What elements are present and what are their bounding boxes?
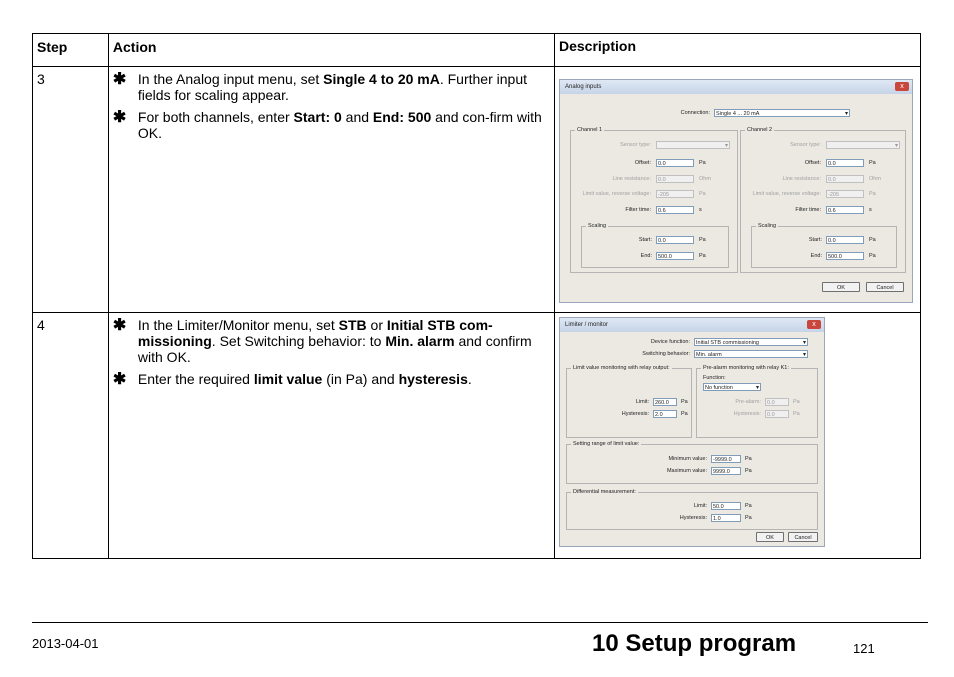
close-icon[interactable]: x — [895, 82, 909, 91]
line-resistance-field: 0.0 — [656, 175, 694, 183]
footer-rule — [32, 622, 928, 623]
table-header-row: Step Action Description — [32, 33, 921, 67]
start-field[interactable]: 0.0 — [826, 236, 864, 244]
hysteresis-field[interactable]: 2.0 — [653, 410, 677, 418]
dialog-titlebar: Analog inputs x — [560, 80, 912, 94]
offset-field[interactable]: 0.0 — [826, 159, 864, 167]
asterisk-bullet-icon: ✱ — [112, 109, 127, 126]
limit-field[interactable]: 260.0 — [653, 398, 677, 406]
ok-button[interactable]: OK — [756, 532, 784, 542]
limit-reverse-field: -205 — [826, 190, 864, 198]
device-function-select[interactable]: Initial STB commissioning — [694, 338, 808, 347]
sensor-type-select — [656, 141, 730, 150]
header-description: Description — [554, 33, 921, 67]
step-number: 3 — [32, 66, 109, 313]
connection-label: Connection: — [680, 110, 710, 116]
differential-hysteresis-field[interactable]: 1.0 — [711, 514, 741, 522]
action-item: ✱ In the Limiter/Monitor menu, set STB o… — [112, 317, 532, 365]
start-field[interactable]: 0.0 — [656, 236, 694, 244]
asterisk-bullet-icon: ✱ — [112, 317, 127, 334]
line-resistance-field: 0.0 — [826, 175, 864, 183]
scaling-group: Scaling Start: 0.0 Pa End: 500.0 Pa — [581, 223, 729, 268]
scaling-group: Scaling Start: 0.0 Pa End: 500.0 Pa — [751, 223, 897, 268]
pre-alarm-hysteresis-field: 0.0 — [765, 410, 789, 418]
steps-table: Step Action Description 3 ✱ In the Analo… — [32, 33, 921, 559]
end-field[interactable]: 500.0 — [826, 252, 864, 260]
action-item: ✱ In the Analog input menu, set Single 4… — [112, 71, 527, 103]
pre-alarm-function-select[interactable]: No function — [703, 383, 761, 392]
limiter-monitor-dialog-screenshot: Limiter / monitor x Device function: Ini… — [559, 317, 825, 547]
setting-range-group: Setting range of limit value: Minimum va… — [566, 441, 818, 484]
ok-button[interactable]: OK — [822, 282, 860, 292]
filter-time-field[interactable]: 0.6 — [656, 206, 694, 214]
offset-field[interactable]: 0.0 — [656, 159, 694, 167]
differential-measurement-group: Differential measurement: Limit: 50.0 Pa… — [566, 489, 818, 530]
footer-date: 2013-04-01 — [32, 636, 99, 651]
action-cell: ✱ In the Limiter/Monitor menu, set STB o… — [107, 312, 556, 559]
header-action: Action — [107, 33, 556, 67]
pre-alarm-group: Pre-alarm monitoring with relay K1: Func… — [696, 365, 818, 438]
asterisk-bullet-icon: ✱ — [112, 71, 127, 88]
asterisk-bullet-icon: ✱ — [112, 371, 127, 388]
action-cell: ✱ In the Analog input menu, set Single 4… — [107, 66, 556, 313]
dialog-title: Analog inputs — [565, 84, 602, 90]
step-number: 4 — [32, 312, 109, 559]
cancel-button[interactable]: Cancel — [866, 282, 904, 292]
channel-1-group: Channel 1 Sensor type: Offset: 0.0 Pa Li… — [570, 127, 738, 273]
dialog-titlebar: Limiter / monitor x — [560, 318, 824, 332]
connection-select[interactable]: Single 4 ... 20 mA — [714, 109, 850, 118]
analog-inputs-dialog-screenshot: Analog inputs x Connection: Single 4 ...… — [559, 79, 913, 303]
minimum-value-field[interactable]: -9999.0 — [711, 455, 741, 463]
table-row: 4 ✱ In the Limiter/Monitor menu, set STB… — [32, 312, 921, 559]
action-item: ✱ Enter the required limit value (in Pa)… — [112, 371, 472, 388]
close-icon[interactable]: x — [807, 320, 821, 329]
end-field[interactable]: 500.0 — [656, 252, 694, 260]
maximum-value-field[interactable]: 9999.0 — [711, 467, 741, 475]
description-cell: Limiter / monitor x Device function: Ini… — [554, 312, 921, 559]
description-cell: Analog inputs x Connection: Single 4 ...… — [554, 66, 921, 313]
cancel-button[interactable]: Cancel — [788, 532, 818, 542]
page-number: 121 — [853, 641, 875, 656]
limit-reverse-field: -205 — [656, 190, 694, 198]
relay-output-group: Limit value monitoring with relay output… — [566, 365, 692, 438]
header-step: Step — [32, 33, 109, 67]
sensor-type-select — [826, 141, 900, 150]
differential-limit-field[interactable]: 50.0 — [711, 502, 741, 510]
dialog-title: Limiter / monitor — [565, 322, 609, 328]
chapter-title: 10 Setup program — [592, 630, 797, 657]
action-item: ✱ For both channels, enter Start: 0 and … — [112, 109, 542, 141]
filter-time-field[interactable]: 0.6 — [826, 206, 864, 214]
table-row: 3 ✱ In the Analog input menu, set Single… — [32, 66, 921, 313]
switching-behavior-select[interactable]: Min. alarm — [694, 350, 808, 359]
pre-alarm-field: 0.0 — [765, 398, 789, 406]
channel-2-group: Channel 2 Sensor type: Offset: 0.0 Pa Li… — [740, 127, 906, 273]
